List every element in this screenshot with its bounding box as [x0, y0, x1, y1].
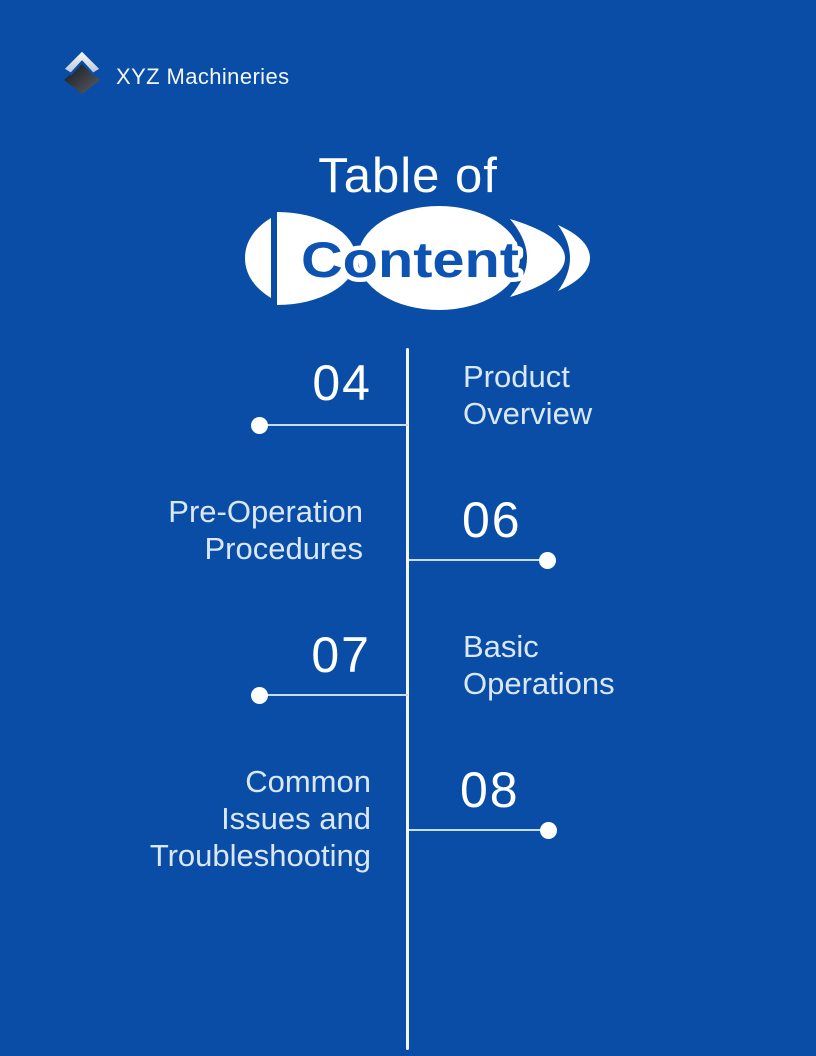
- connector-line: [259, 694, 408, 696]
- section-label: Basic Operations: [463, 629, 615, 701]
- page-number: 04: [312, 355, 372, 411]
- section-label: Pre-Operation Procedures: [168, 494, 363, 566]
- connector-dot: [540, 822, 557, 839]
- page-number: 06: [462, 492, 522, 548]
- brand: XYZ Machineries: [60, 48, 290, 100]
- connector-dot: [251, 417, 268, 434]
- diamond-logo-icon: [60, 48, 104, 100]
- title-word: Content: [301, 232, 519, 288]
- page-number: 07: [311, 627, 371, 683]
- connector-dot: [539, 552, 556, 569]
- section-label: Common Issues and Troubleshooting: [149, 764, 371, 873]
- page-title: Table of: [318, 149, 498, 203]
- title-ornament: Content: [238, 205, 598, 316]
- ornament-shapes: [245, 206, 590, 310]
- page-number: 08: [460, 762, 520, 818]
- connector-line: [409, 559, 548, 561]
- connector-line: [259, 424, 408, 426]
- connector-line: [409, 829, 549, 831]
- timeline-axis: [406, 348, 409, 1050]
- connector-dot: [251, 687, 268, 704]
- brand-name: XYZ Machineries: [116, 64, 290, 89]
- section-label: Product Overview: [463, 359, 593, 431]
